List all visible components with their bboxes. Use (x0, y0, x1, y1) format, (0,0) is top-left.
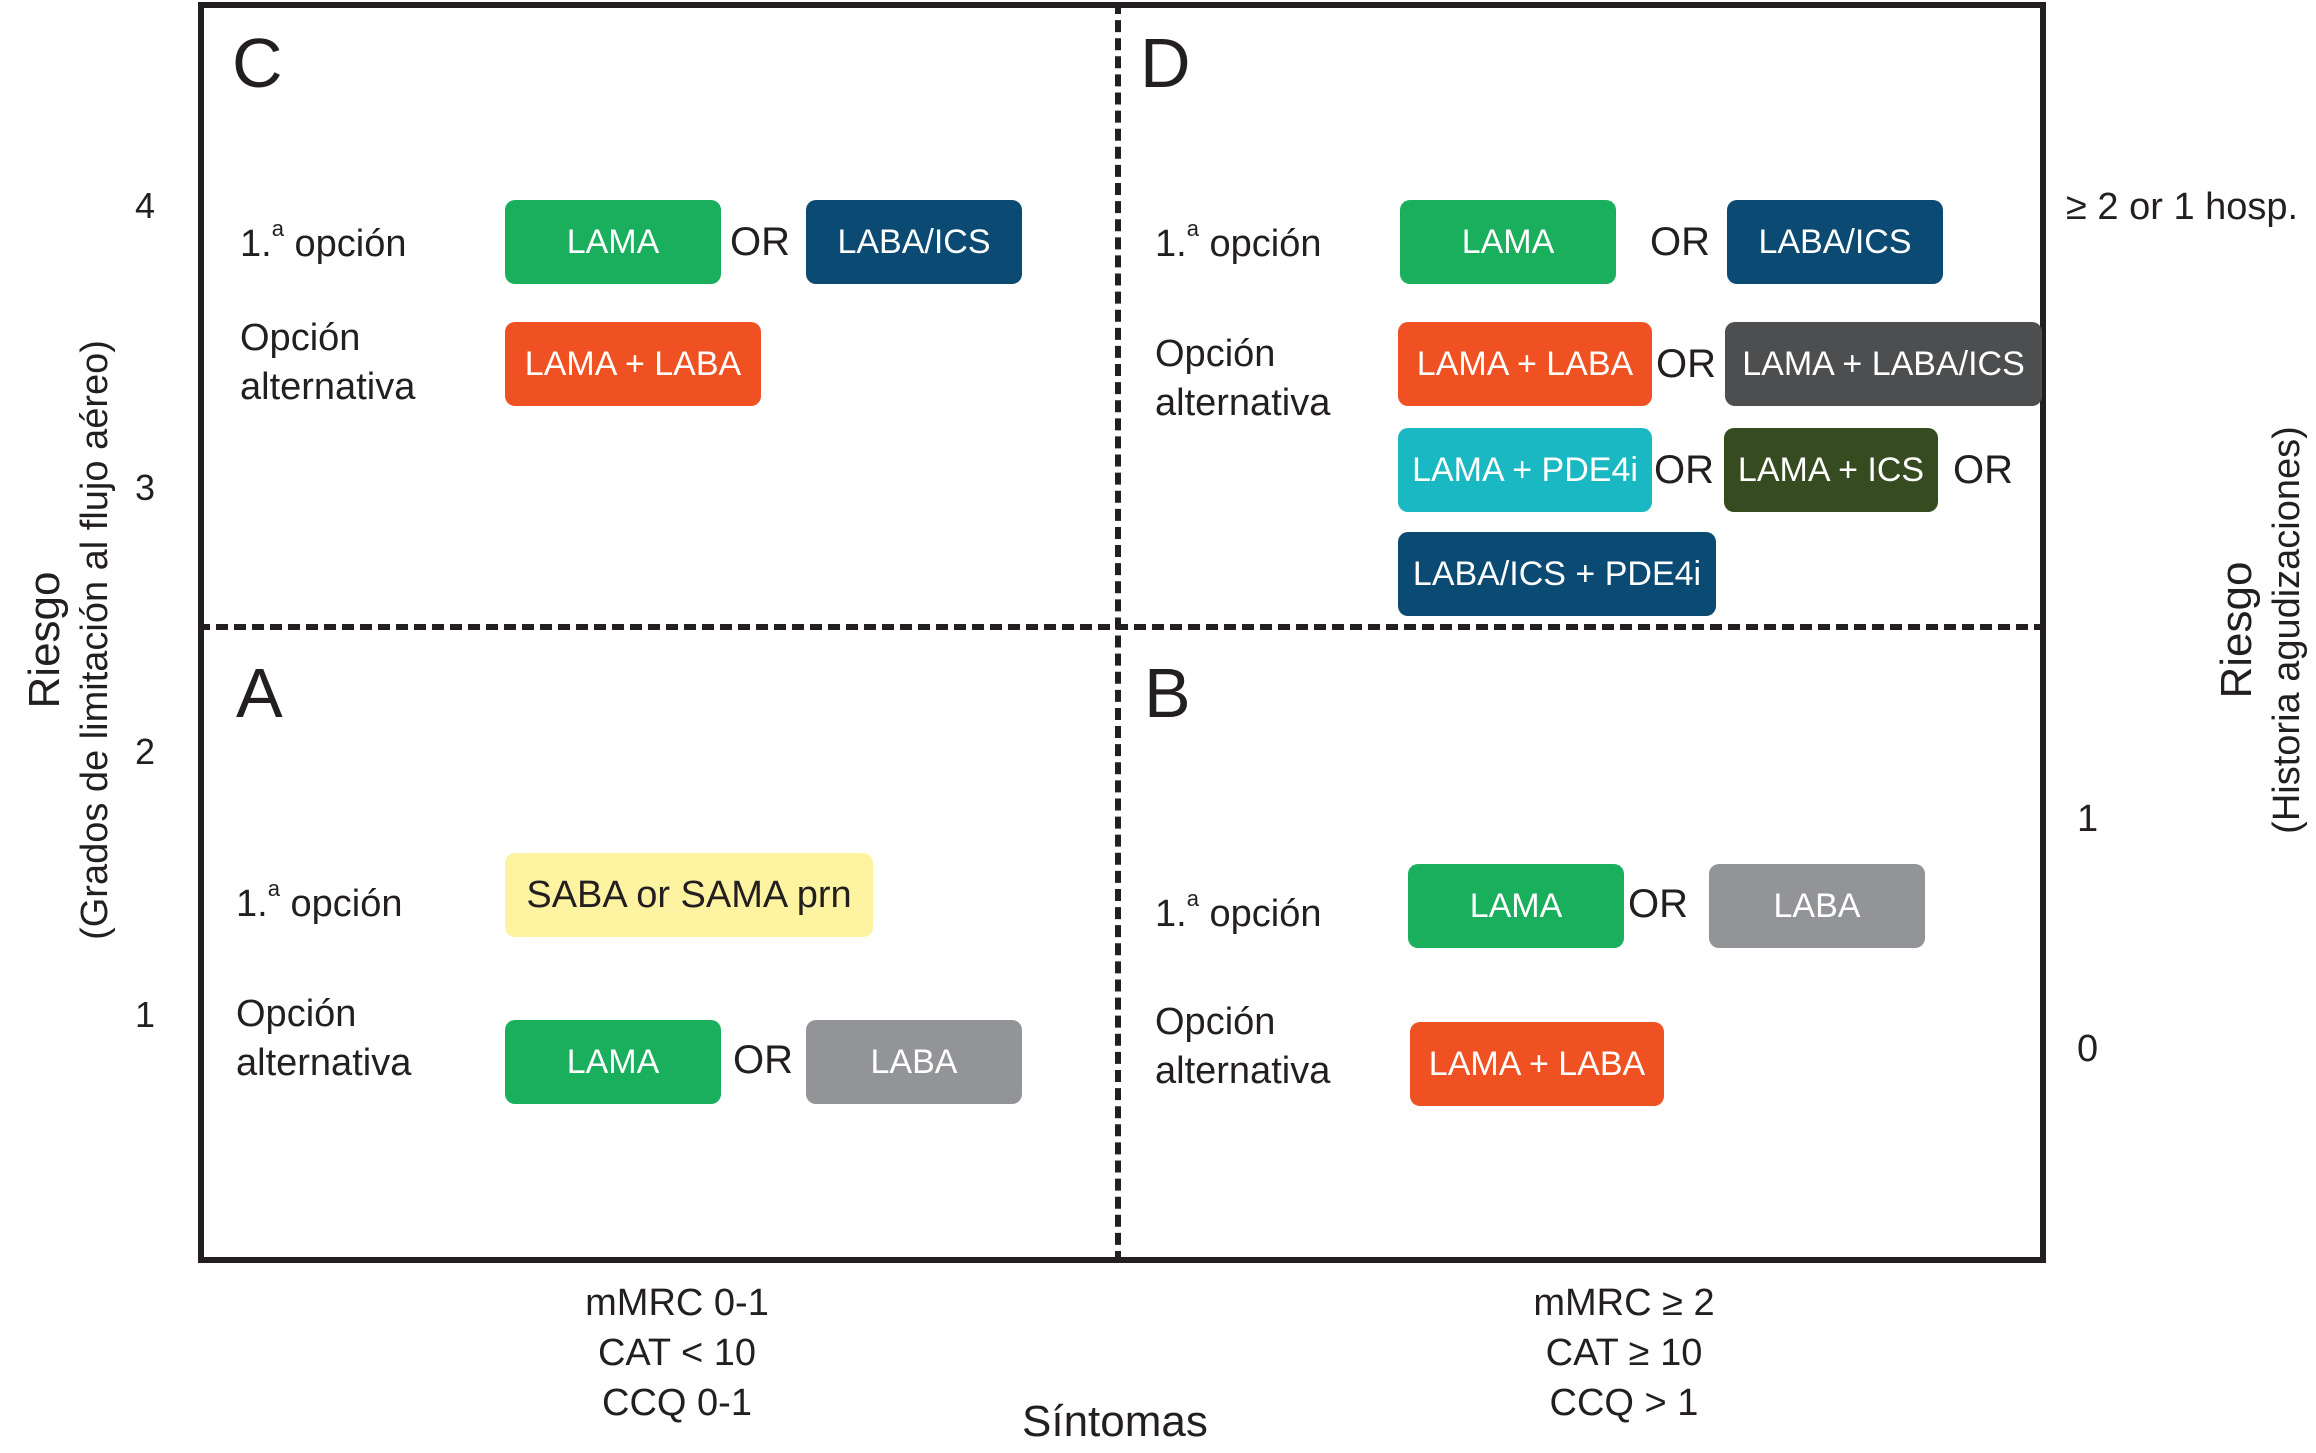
or-word: OR (1628, 882, 1688, 926)
alt-label-line-2: alternativa (236, 1042, 412, 1085)
left-tick-1: 1 (135, 994, 156, 1035)
right-tick-0: 0 (2077, 1028, 2099, 1070)
alt-label-line-2: alternativa (240, 366, 416, 409)
drug-box-laba: LABA (1709, 864, 1925, 948)
drug-box-saba-sama: SABA or SAMA prn (505, 853, 873, 937)
quadrant-letter-b: B (1144, 654, 1191, 732)
quadrant-letter-c: C (232, 24, 283, 102)
drug-box-lama-laba: LAMA + LABA (1398, 322, 1652, 406)
drug-box-lama: LAMA (1408, 864, 1624, 948)
drug-box-lama-ics: LAMA + ICS (1724, 428, 1938, 512)
right-tick-1: 1 (2077, 798, 2099, 840)
or-word: OR (733, 1038, 793, 1082)
right-axis-subtitle: (Historia agudizaciones) (2265, 426, 2308, 834)
first-option-label-d: 1.a opción (1155, 216, 1322, 269)
drug-box-laba: LABA (806, 1020, 1022, 1104)
alt-label-line-2: alternativa (1155, 1050, 1331, 1093)
left-axis-main: Riesgo (19, 571, 69, 709)
alt-option-label-b: Opción alternativa (1155, 998, 1330, 1097)
right-tick-high: ≥ 2 or 1 hosp. (2066, 186, 2299, 228)
first-option-label-a: 1.a opción (236, 876, 403, 929)
left-tick-2: 2 (135, 731, 156, 772)
drug-box-lama: LAMA (1400, 200, 1616, 284)
alt-label-line-1: Opción (1155, 333, 1276, 375)
drug-box-laba-ics: LABA/ICS (1727, 200, 1943, 284)
drug-box-lama-pde4i: LAMA + PDE4i (1398, 428, 1652, 512)
right-axis-main: Riesgo (2211, 561, 2261, 699)
or-word: OR (730, 220, 790, 264)
left-axis-subtitle: (Grados de limitación al flujo aéreo) (73, 340, 116, 940)
first-option-suffix: opción (283, 223, 407, 265)
alt-label-line-2: alternativa (1155, 382, 1331, 425)
left-tick-4: 4 (135, 185, 156, 226)
first-option-label-c: 1.a opción (240, 216, 407, 269)
first-option-sup: a (1186, 216, 1199, 242)
first-option-sup: a (1186, 886, 1199, 912)
first-option-suffix: opción (1198, 223, 1322, 265)
or-word: OR (1650, 220, 1710, 264)
first-option-prefix: 1. (1155, 223, 1187, 265)
quadrant-letter-d: D (1140, 24, 1191, 102)
chart-frame (198, 2, 2046, 1263)
x-low-line-2: CAT < 10 (597, 1332, 757, 1374)
first-option-sup: a (271, 216, 284, 242)
alt-label-line-1: Opción (236, 993, 357, 1035)
drug-box-lama-laba-ics: LAMA + LABA/ICS (1725, 322, 2042, 406)
horizontal-divider (198, 624, 2046, 630)
first-option-prefix: 1. (240, 223, 272, 265)
drug-box-lama: LAMA (505, 1020, 721, 1104)
drug-box-lama-laba: LAMA + LABA (1410, 1022, 1664, 1106)
first-option-prefix: 1. (1155, 893, 1187, 935)
first-option-suffix: opción (279, 883, 403, 925)
drug-box-lama-laba: LAMA + LABA (505, 322, 761, 406)
alt-label-line-1: Opción (240, 317, 361, 359)
or-word: OR (1953, 448, 2013, 492)
x-low-line-3: CCQ 0-1 (602, 1382, 752, 1424)
first-option-sup: a (267, 876, 280, 902)
drug-box-lama: LAMA (505, 200, 721, 284)
x-high-line-1: mMRC ≥ 2 (1533, 1282, 1715, 1324)
drug-box-laba-ics: LABA/ICS (806, 200, 1022, 284)
x-high-line-2: CAT ≥ 10 (1545, 1332, 1703, 1374)
left-tick-3: 3 (135, 467, 156, 508)
first-option-suffix: opción (1198, 893, 1322, 935)
alt-option-label-d: Opción alternativa (1155, 330, 1330, 429)
or-word: OR (1654, 448, 1714, 492)
x-category-low: mMRC 0-1 CAT < 10 CCQ 0-1 (497, 1278, 857, 1428)
left-axis-title: Riesgo (Grados de limitación al flujo aé… (17, 340, 120, 940)
alt-option-label-c: Opción alternativa (240, 314, 415, 413)
x-axis-title: Síntomas (1022, 1397, 1208, 1446)
right-axis-title: Riesgo (Historia agudizaciones) (2209, 426, 2312, 834)
alt-label-line-1: Opción (1155, 1001, 1276, 1043)
vertical-divider (1115, 2, 1121, 1263)
quadrant-letter-a: A (236, 654, 283, 732)
first-option-prefix: 1. (236, 883, 268, 925)
or-word: OR (1656, 342, 1716, 386)
alt-option-label-a: Opción alternativa (236, 990, 411, 1089)
x-category-high: mMRC ≥ 2 CAT ≥ 10 CCQ > 1 (1444, 1278, 1804, 1428)
x-low-line-1: mMRC 0-1 (585, 1282, 769, 1324)
drug-box-laba-ics-pde4i: LABA/ICS + PDE4i (1398, 532, 1716, 616)
x-high-line-3: CCQ > 1 (1549, 1382, 1699, 1424)
first-option-label-b: 1.a opción (1155, 886, 1322, 939)
